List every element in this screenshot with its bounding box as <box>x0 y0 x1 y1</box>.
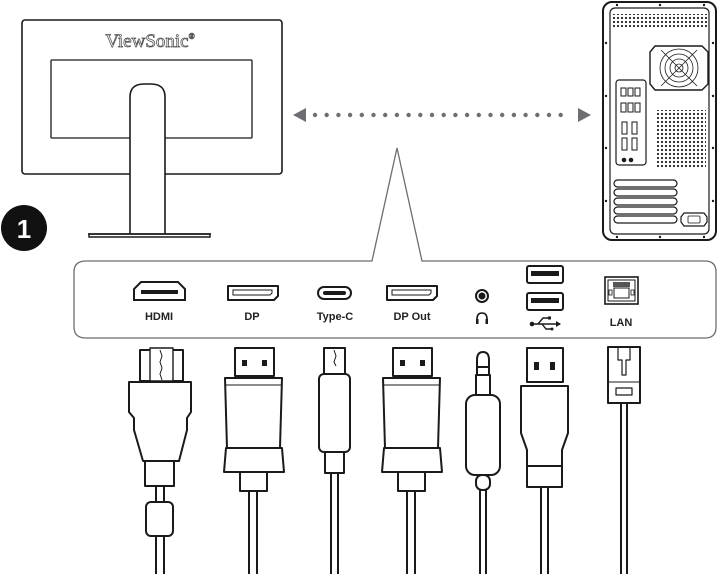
ethernet-cable-icon <box>607 346 641 574</box>
arrow-dot <box>394 112 400 118</box>
port-hdmi: HDMI <box>133 281 186 323</box>
arrow-dot <box>453 112 458 118</box>
port-label-dpout: DP Out <box>393 311 430 323</box>
arrow-dot <box>418 112 423 118</box>
arrow-dot <box>488 112 493 118</box>
usb-a-ports-icon <box>526 265 564 311</box>
arrow-dot <box>371 112 376 118</box>
fan-grille-icon <box>649 45 709 91</box>
hdmi-port-icon <box>133 281 186 301</box>
monitor-brand-logo: ViewSonic® <box>105 31 194 52</box>
headphone-jack-icon <box>475 289 489 303</box>
arrow-dot <box>359 112 364 118</box>
displayport-out-cable-icon <box>381 347 443 574</box>
expansion-slots <box>613 179 678 224</box>
usb-c-port-icon <box>317 286 352 300</box>
port-lan: LAN <box>604 276 639 329</box>
headphones-icon <box>476 312 488 324</box>
pc-tower-rear <box>602 1 717 241</box>
usb-a-cable-icon <box>520 347 569 574</box>
arrow-dot <box>347 112 353 118</box>
port-label-typec: Type-C <box>317 311 354 323</box>
arrow-dot <box>511 112 517 118</box>
arrow-dot <box>336 112 341 118</box>
port-label-dp: DP <box>244 311 259 323</box>
port-label-hdmi: HDMI <box>145 311 173 323</box>
arrow-dot <box>312 112 318 118</box>
port-label-lan: LAN <box>610 317 633 329</box>
arrow-dot <box>383 112 388 118</box>
port-dpout: DP Out <box>386 285 438 323</box>
arrow-dot <box>464 112 470 118</box>
arrow-dot <box>441 112 446 118</box>
power-socket-icon <box>680 212 708 227</box>
rj45-port-icon <box>604 276 639 305</box>
arrow-dot <box>500 112 505 118</box>
arrow-left-head <box>293 108 306 122</box>
arrow-dot <box>476 112 481 118</box>
step-number: 1 <box>17 214 31 244</box>
arrow-dot <box>535 112 540 118</box>
displayport-icon <box>227 285 279 301</box>
displayport-cable-icon <box>223 347 285 574</box>
port-typec: Type-C <box>317 286 354 323</box>
port-usb <box>526 265 564 331</box>
io-panel <box>615 79 647 166</box>
step-badge: 1 <box>1 205 47 251</box>
arrow-right-head <box>578 108 591 122</box>
usb-trident-icon <box>529 316 561 331</box>
port-dp: DP <box>227 285 279 323</box>
arrow-dot <box>429 112 435 118</box>
connection-arrow <box>293 108 591 122</box>
arrow-dot <box>406 112 411 118</box>
arrow-dot <box>546 112 552 118</box>
monitor-rear <box>21 19 283 238</box>
arrow-dot <box>324 112 329 118</box>
port-audio <box>475 289 489 324</box>
arrow-dot <box>558 112 563 118</box>
usb-c-cable-icon <box>318 347 351 574</box>
arrow-dot <box>523 112 528 118</box>
displayport-out-icon <box>386 285 438 301</box>
audio-jack-cable-icon <box>465 351 501 574</box>
hdmi-cable-icon <box>128 347 192 574</box>
